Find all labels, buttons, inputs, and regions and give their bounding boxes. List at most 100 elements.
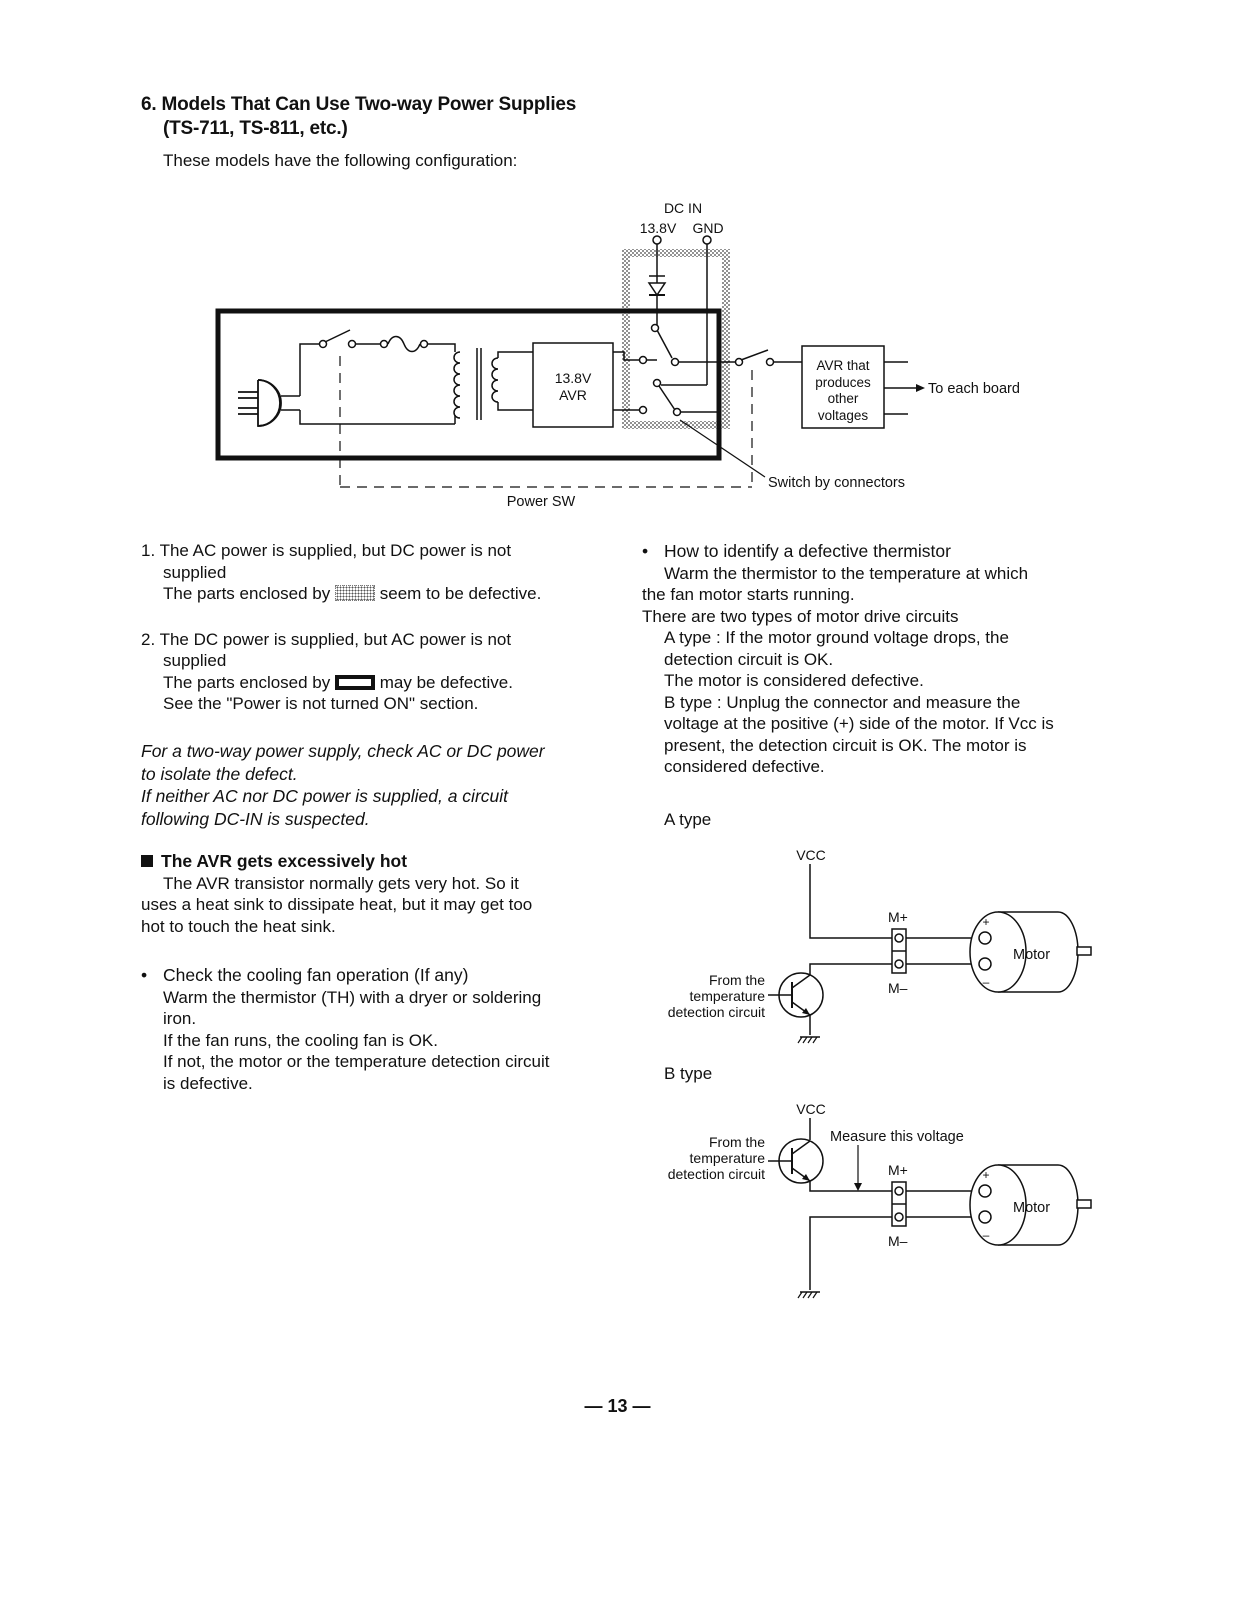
- section-title-line2: (TS-711, TS-811, etc.): [163, 118, 348, 139]
- power-sw-label: Power SW: [507, 494, 576, 510]
- avr-other-line4: voltages: [818, 408, 869, 423]
- avr-hot-heading: The AVR gets excessively hot: [141, 851, 596, 873]
- a-connector-icon: [891, 928, 907, 974]
- thermistor-section: •How to identify a defective thermistor …: [642, 541, 1094, 778]
- avr-138v-box: [532, 342, 614, 428]
- b-motor-plus: +: [982, 1168, 989, 1182]
- thermistor-line3: There are two types of motor drive circu…: [642, 606, 959, 626]
- to-each-board-label: To each board: [928, 381, 1020, 397]
- fan-line3: If the fan runs, the cooling fan is OK.: [163, 1030, 438, 1050]
- dc-in-gnd-terminal: [702, 235, 712, 245]
- avr-hot-line1: The AVR transistor normally gets very ho…: [163, 873, 519, 893]
- dc-in-138v-terminal: [652, 235, 662, 245]
- b-measure-label: Measure this voltage: [830, 1129, 964, 1145]
- b-type-line2: voltage at the positive (+) side of the …: [664, 714, 1054, 733]
- thermistor-heading-text: How to identify a defective thermistor: [664, 541, 951, 561]
- a-motor-plus: +: [982, 915, 989, 929]
- b-type-line3: present, the detection circuit is OK. Th…: [664, 735, 1027, 755]
- avr-hot-section: The AVR gets excessively hot The AVR tra…: [141, 851, 596, 937]
- b-type-line1: B type : Unplug the connector and measur…: [664, 692, 1021, 712]
- item1-line2: supplied: [163, 562, 227, 582]
- a-transistor-icon: [768, 972, 824, 1018]
- transformer-icon: [453, 348, 499, 420]
- cooling-fan-heading-text: Check the cooling fan operation (If any): [163, 965, 469, 985]
- b-ground-icon: [797, 1291, 820, 1299]
- page-number: — 13 —: [584, 1396, 651, 1416]
- item2-line2: supplied: [163, 651, 227, 670]
- changeover-switch-2-icon: [638, 378, 682, 417]
- section-intro: These models have the following configur…: [163, 151, 518, 170]
- a-motor-minus: –: [983, 975, 990, 989]
- b-type-circuit-diagram: VCC Measure this voltage M+ M– + – Motor: [668, 1101, 1092, 1299]
- b-vcc-label: VCC: [796, 1101, 826, 1117]
- a-m-plus-label: M+: [888, 909, 908, 925]
- avr-other-voltages-box: [801, 345, 885, 429]
- fan-line2: iron.: [163, 1009, 197, 1028]
- cooling-fan-heading: • Check the cooling fan operation (If any…: [141, 965, 596, 987]
- a-type-circuit-diagram: VCC M+ M– + – Motor From the temper: [668, 847, 1092, 1044]
- a-m-minus-label: M–: [888, 980, 908, 996]
- thermistor-heading: • How to identify a defective thermistor: [642, 541, 1094, 563]
- b-motor-minus: –: [983, 1228, 990, 1242]
- thermistor-line2: the fan motor starts running.: [642, 585, 855, 604]
- switch-by-connectors-label: Switch by connectors: [768, 475, 905, 491]
- a-from-line3: detection circuit: [668, 1004, 765, 1020]
- b-m-plus-label: M+: [888, 1162, 908, 1178]
- fan-line1: Warm the thermistor (TH) with a dryer or…: [163, 987, 542, 1007]
- item1-line3-text-b: seem to be defective.: [379, 584, 542, 603]
- b-m-minus-label: M–: [888, 1233, 908, 1249]
- dc-in-gnd-label: GND: [692, 220, 723, 236]
- item2-line3-text-b: may be defective.: [379, 672, 513, 692]
- a-type-line3: The motor is considered defective.: [664, 671, 924, 690]
- dc-in-138v-label: 13.8V: [640, 220, 677, 236]
- solid-enclosure-symbol: [335, 674, 375, 690]
- avr-other-line1: AVR that: [816, 358, 869, 373]
- note-line1: For a two-way power supply, check AC or …: [141, 741, 545, 761]
- item1-line3-text-a: The parts enclosed by: [163, 584, 331, 603]
- a-ground-icon: [797, 1036, 820, 1044]
- note-line2: to isolate the defect.: [141, 763, 298, 784]
- b-from-line2: temperature: [690, 1150, 766, 1166]
- a-vcc-label: VCC: [796, 847, 826, 863]
- power-switch-icon: [318, 329, 357, 349]
- a-type-line1: A type : If the motor ground voltage dro…: [664, 628, 1009, 647]
- fuse-icon: [379, 335, 429, 353]
- left-column: 1. The AC power is supplied, but DC powe…: [141, 540, 593, 715]
- section-title-line1: 6. Models That Can Use Two-way Power Sup…: [141, 94, 577, 115]
- changeover-switch-1-icon: [638, 323, 680, 367]
- two-way-note: For a two-way power supply, check AC or …: [141, 740, 596, 830]
- avr-box-line1: 13.8V: [555, 370, 592, 386]
- dc-side-dotted-region: [622, 249, 730, 429]
- ac-plug-icon: [238, 379, 300, 427]
- b-connector-icon: [891, 1181, 907, 1227]
- bullet-icon: •: [141, 965, 148, 985]
- item2-line4: See the "Power is not turned ON" section…: [163, 694, 479, 713]
- item2-line1: 2. The DC power is supplied, but AC powe…: [141, 629, 512, 649]
- square-bullet-icon: [141, 855, 153, 867]
- thermistor-line1: Warm the thermistor to the temperature a…: [664, 563, 1029, 583]
- b-transistor-icon: [768, 1138, 824, 1184]
- power-configuration-diagram: 13.8V AVR AVR that produces other voltag…: [215, 200, 1020, 510]
- a-motor-icon: [969, 911, 1092, 993]
- avr-hot-heading-text: The AVR gets excessively hot: [161, 851, 408, 871]
- avr-other-line3: other: [828, 391, 859, 406]
- switch-by-connectors-pointer: [679, 419, 766, 478]
- fan-line5: is defective.: [163, 1073, 253, 1093]
- a-type-label: A type: [664, 810, 712, 829]
- avr-hot-line2: uses a heat sink to dissipate heat, but …: [141, 895, 533, 914]
- item2-line3-text-a: The parts enclosed by: [163, 672, 331, 692]
- cooling-fan-section: • Check the cooling fan operation (If any…: [141, 965, 596, 1094]
- b-type-line4: considered defective.: [664, 757, 825, 776]
- power-switch-2-icon: [734, 349, 775, 367]
- b-from-line3: detection circuit: [668, 1166, 765, 1182]
- b-type-label: B type: [664, 1064, 713, 1083]
- b-from-line1: From the: [709, 1134, 765, 1150]
- a-type-line2: detection circuit is OK.: [664, 649, 834, 669]
- note-line3: If neither AC nor DC power is supplied, …: [141, 786, 509, 806]
- a-motor-label: Motor: [1013, 947, 1050, 963]
- item2-line3: The parts enclosed by may be defective.: [141, 672, 593, 694]
- bullet-icon: •: [642, 541, 649, 561]
- avr-box-line2: AVR: [559, 387, 587, 403]
- a-from-line1: From the: [709, 972, 765, 988]
- dc-in-label: DC IN: [664, 200, 702, 216]
